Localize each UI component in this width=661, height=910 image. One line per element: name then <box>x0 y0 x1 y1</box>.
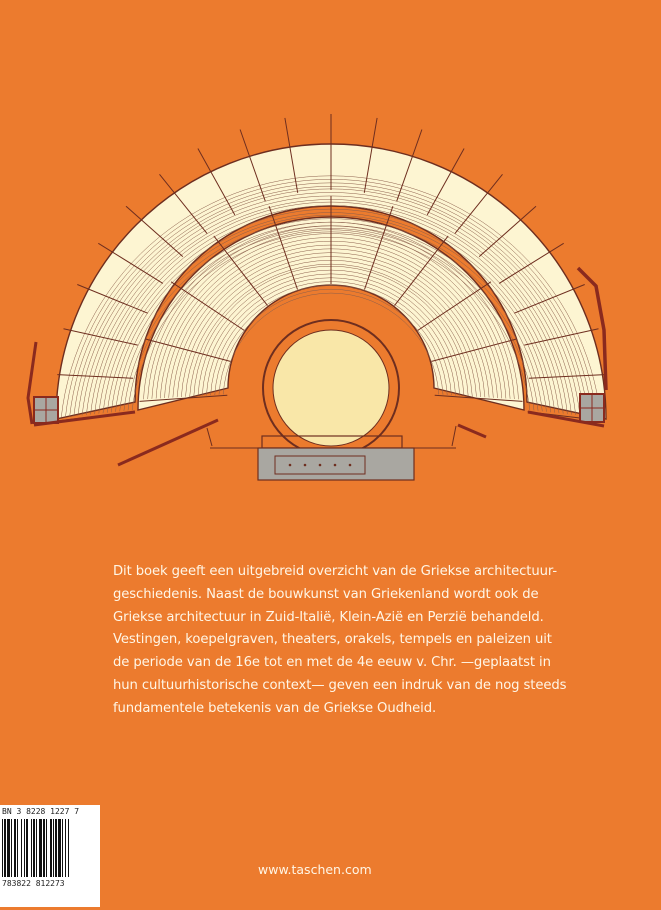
barcode-bars <box>2 819 69 877</box>
parodos-wall-left <box>117 418 219 467</box>
description-line: Griekse architectuur in Zuid-Italië, Kle… <box>113 609 544 625</box>
description-line: fundamentele betekenis van de Griekse Ou… <box>113 700 437 716</box>
publisher-url: www.taschen.com <box>258 862 372 877</box>
description-text: Dit boek geeft een uitgebreid overzicht … <box>113 561 573 721</box>
description-line: Vestingen, koepelgraven, theaters, orake… <box>113 632 552 648</box>
skene-building <box>257 447 415 481</box>
isbn-barcode: BN 3 8228 1227 7 783822 812273 <box>0 805 100 907</box>
skene-inner-hall <box>274 455 366 475</box>
seating-aisles <box>57 114 605 422</box>
isbn-label: BN 3 8228 1227 7 <box>2 807 80 816</box>
retaining-wall-left <box>26 341 38 425</box>
theater-plan-illustration <box>26 114 608 481</box>
description-line: Dit boek geeft een uitgebreid overzicht … <box>113 564 557 579</box>
retaining-wall-right <box>576 266 608 391</box>
barcode-digits: 783822 812273 <box>2 879 65 888</box>
parodos-wall-right <box>457 423 487 439</box>
inner-seating-tier <box>137 216 525 411</box>
orchestra-circle <box>272 329 390 447</box>
description-line: hun cultuurhistorische context— geven ee… <box>113 677 567 693</box>
description-line: de periode van de 16e tot en met de 4e e… <box>113 655 551 671</box>
description-line: geschiedenis. Naast de bouwkunst van Gri… <box>113 586 539 602</box>
